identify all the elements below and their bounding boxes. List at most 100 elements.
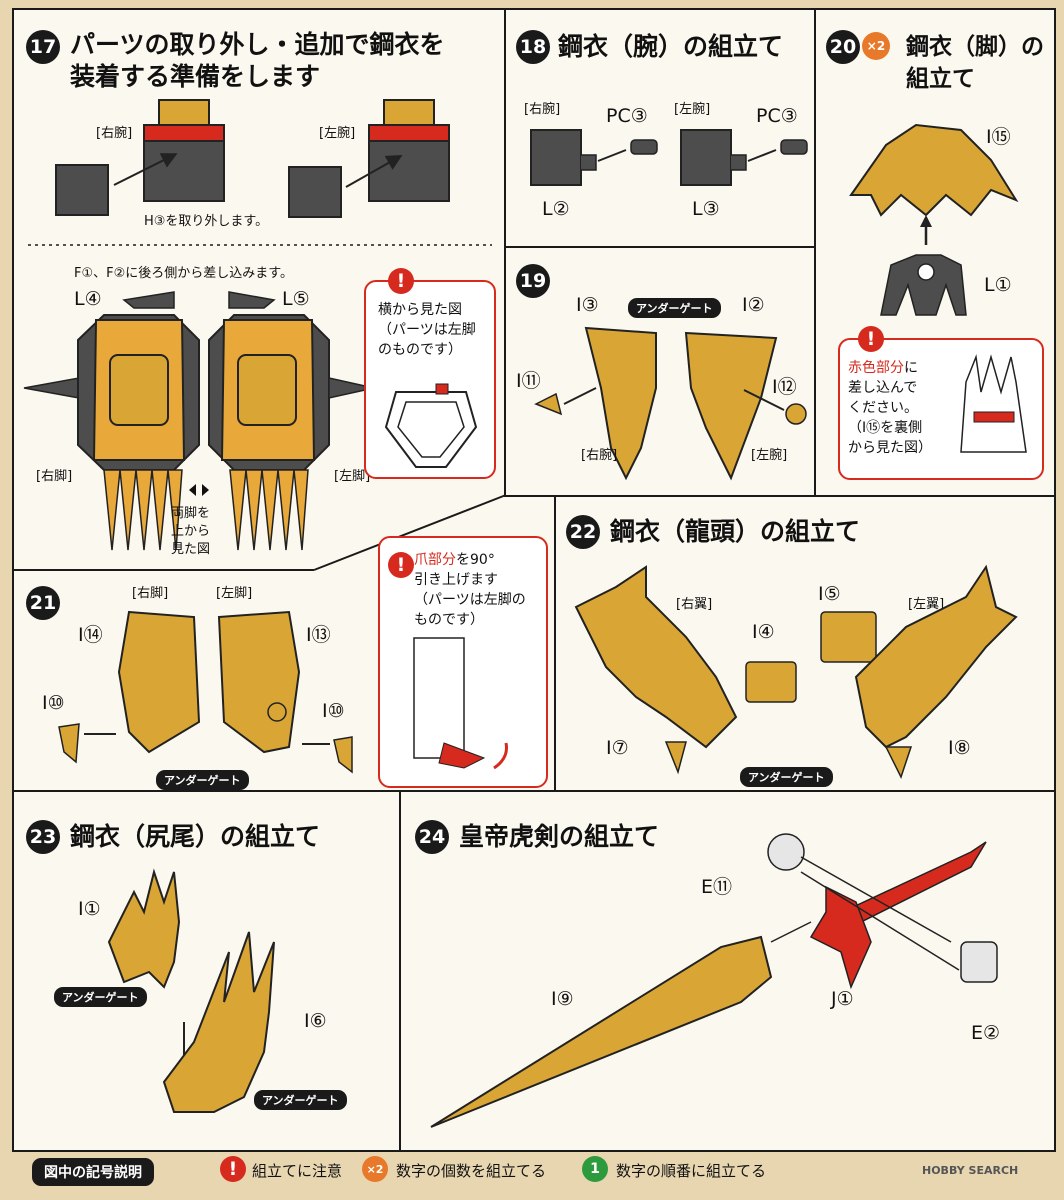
step-title: 鋼衣（尻尾）の組立て [70, 822, 321, 851]
step-number: 18 [516, 30, 550, 64]
part-l4: L④ [74, 288, 102, 310]
step-title: パーツの取り外し・追加で鋼衣を [70, 30, 445, 59]
step-17: 17 パーツの取り外し・追加で鋼衣を 装着する準備をします [右腕] [左腕] … [14, 10, 504, 570]
arm-armor-illustration [534, 326, 807, 481]
part-i9: I⑨ [551, 988, 574, 1010]
gate-badge: アンダーゲート [156, 770, 249, 790]
label-left-arm: [左腕] [751, 448, 788, 463]
part-i13: I⑬ [306, 624, 331, 646]
note-highlight: 赤色部分に 差し込んで ください。 （I⑮を裏側 から見た図） [848, 360, 932, 456]
gate-badge: アンダーゲート [54, 987, 147, 1007]
tail-illustration [107, 868, 275, 1113]
pc-label: PC③ [606, 105, 648, 127]
gate-badge: アンダーゲート [254, 1090, 347, 1110]
instruction-sheet: 17 パーツの取り外し・追加で鋼衣を 装着する準備をします [右腕] [左腕] … [12, 8, 1056, 1152]
step-18: 18 鋼衣（腕）の組立て [右腕] [左腕] PC③ PC③ L② L③ [506, 10, 814, 246]
top-view-note: 両脚を 上から 見た図 [171, 506, 211, 557]
step-24: 24 皇帝虎剣の組立て E⑪ I⑨ J① E② [401, 792, 1054, 1150]
step-number: 24 [415, 820, 449, 854]
step-number: 17 [26, 30, 60, 64]
arm-joint-illustration [530, 129, 808, 186]
part-i10: I⑩ [322, 700, 345, 722]
part-i12: I⑫ [772, 376, 797, 398]
part-l5: L⑤ [282, 288, 310, 310]
part-e11: E⑪ [701, 876, 733, 898]
side-view-note: 横から見た図 （パーツは左脚 のものです） [378, 302, 476, 358]
symbol-legend: 図中の記号説明 ! 組立てに注意 ×2 数字の個数を組立てる 1 数字の順番に組… [12, 1150, 1052, 1190]
legend-title: 図中の記号説明 [32, 1158, 154, 1186]
step-title: 鋼衣（腕）の組立て [558, 32, 784, 61]
divider [504, 246, 816, 248]
remove-note: H③を取り外します。 [144, 214, 269, 229]
caution-icon: ! [858, 326, 884, 352]
insert-note-box: ! 赤色部分に 差し込んで ください。 （I⑮を裏側 から見た図） [838, 326, 1044, 480]
gate-badge: アンダーゲート [628, 298, 721, 318]
note-highlight: 爪部分を90° 引き上げます （パーツは左脚の ものです） [414, 552, 526, 628]
divider [504, 10, 506, 495]
part-i1: I① [78, 898, 101, 920]
step-number: 21 [26, 586, 60, 620]
step-number: 23 [26, 820, 60, 854]
part-i6: I⑥ [304, 1010, 327, 1032]
leg-armor-illustration [849, 123, 1019, 316]
caution-icon: ! [220, 1156, 246, 1182]
label-right-leg: [右脚] [132, 586, 169, 601]
caution-icon: ! [388, 552, 414, 578]
step-title-line2: 組立て [906, 66, 975, 92]
step-19: 19 I③ アンダーゲート I② I⑪ I⑫ [右腕] [左腕] [506, 248, 814, 495]
label-left-leg: [左脚] [216, 586, 253, 601]
part-i8: I⑧ [948, 737, 971, 759]
part-i4: I④ [752, 621, 775, 643]
step-title: 鋼衣（脚）の [906, 34, 1044, 60]
divider [504, 495, 1054, 497]
part-l2: L② [542, 198, 570, 220]
order-icon: 1 [582, 1156, 608, 1182]
sword-illustration [430, 833, 998, 1128]
step-number: 19 [516, 264, 550, 298]
legs-top-view-illustration [23, 291, 375, 551]
label-left-wing: [左翼] [908, 597, 945, 612]
underside-illustration [960, 354, 1027, 453]
step-23: 23 鋼衣（尻尾）の組立て I① アンダーゲート I⑥ アンダーゲート [14, 792, 399, 1150]
side-view-illustration [384, 383, 478, 468]
step-21: 21 [右脚] [左脚] I⑭ I⑬ I⑩ I⑩ アンダーゲート ! 爪部分を9… [14, 536, 554, 790]
legend-count: 数字の個数を組立てる [396, 1162, 547, 1180]
pc-label: PC③ [756, 105, 798, 127]
label-left-arm: [左腕] [319, 126, 356, 141]
part-i7: I⑦ [606, 737, 629, 759]
part-i11: I⑪ [516, 370, 541, 392]
step-title: 鋼衣（龍頭）の組立て [610, 517, 861, 546]
gate-badge: アンダーゲート [740, 767, 833, 787]
part-e2: E② [971, 1022, 1001, 1044]
part-i15: I⑮ [986, 126, 1011, 148]
step-title-line2: 装着する準備をします [70, 62, 321, 91]
leg-parts-illustration [58, 610, 353, 774]
label-left-leg: [左脚] [334, 469, 371, 484]
label-right-wing: [右翼] [676, 597, 713, 612]
part-j1: J① [831, 988, 854, 1010]
count-icon: ×2 [362, 1156, 388, 1182]
step-title: 皇帝虎剣の組立て [459, 822, 660, 851]
step-20: 20 ×2 鋼衣（脚）の 組立て I⑮ L① ! 赤色部分に 差し込んで くださ… [816, 10, 1054, 495]
side-view-note-box: ! 横から見た図 （パーツは左脚 のものです） [364, 268, 496, 479]
legend-order: 数字の順番に組立てる [616, 1162, 767, 1180]
label-right-leg: [右脚] [36, 469, 73, 484]
divider-diagonal [14, 244, 507, 571]
divider [399, 790, 401, 1150]
dragon-head-illustration [574, 564, 1018, 779]
label-right-arm: [右腕] [96, 126, 133, 141]
caution-icon: ! [388, 268, 414, 294]
watermark: HOBBY SEARCH [922, 1164, 1019, 1177]
part-i10: I⑩ [42, 692, 65, 714]
step-number: 22 [566, 515, 600, 549]
part-i14: I⑭ [78, 624, 103, 646]
label-left-arm: [左腕] [674, 102, 711, 117]
part-l3: L③ [692, 198, 720, 220]
legend-caution: 組立てに注意 [252, 1162, 343, 1180]
part-l1: L① [984, 274, 1012, 296]
multiplier-badge: ×2 [862, 32, 890, 60]
step-number: 20 [826, 30, 860, 64]
part-i2: I② [742, 294, 765, 316]
divider [814, 10, 816, 495]
claw-illustration [413, 637, 508, 770]
